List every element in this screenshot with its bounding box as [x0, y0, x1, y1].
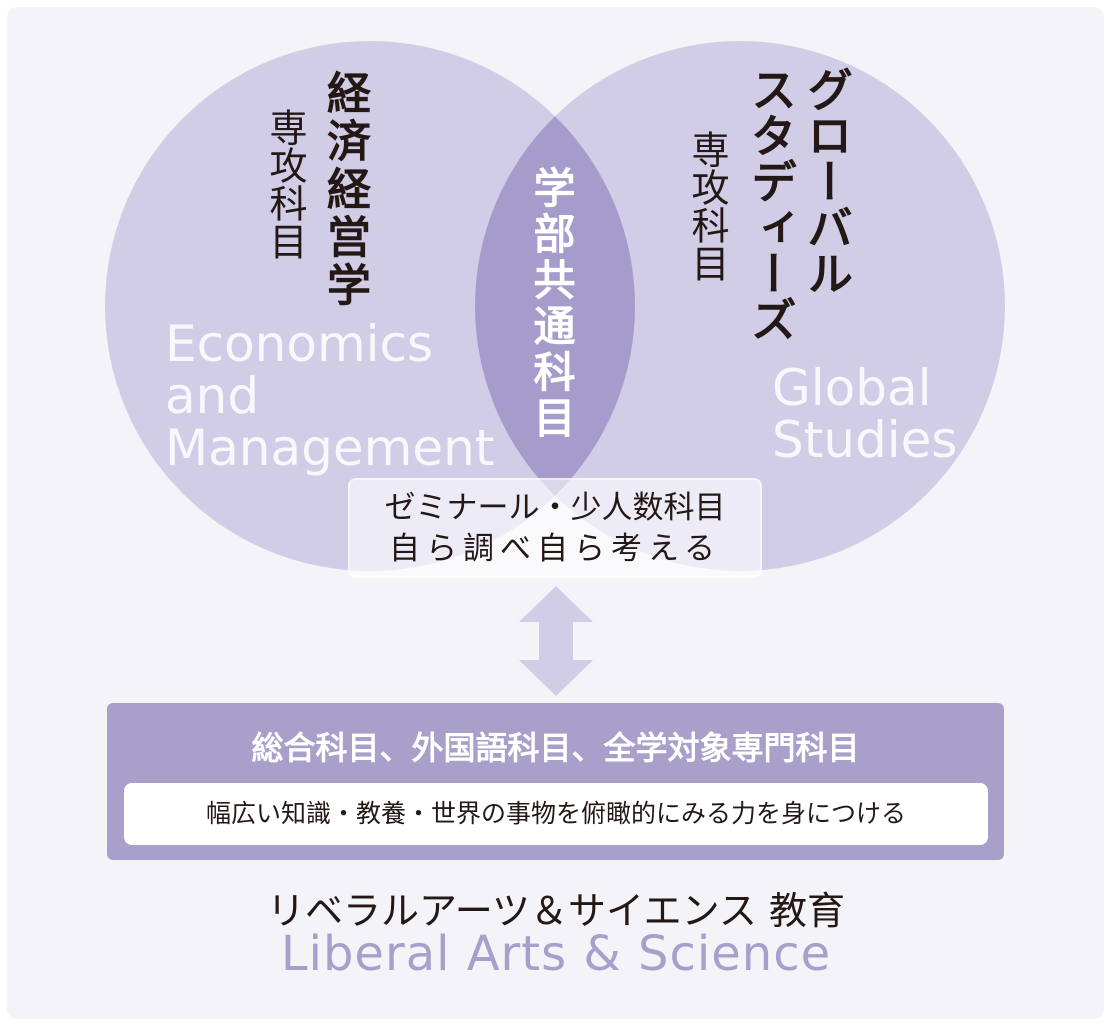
seminar-box: ゼミナール・少人数科目 自ら調べ自ら考える	[348, 478, 762, 578]
footer-english: Liberal Arts & Science	[280, 926, 832, 982]
left-circle-subtitle: 専攻科目	[263, 108, 307, 260]
seminar-line1: ゼミナール・少人数科目	[384, 490, 726, 526]
general-courses-title: 総合科目、外国語科目、全学対象専門科目	[251, 729, 860, 767]
overlap-title: 学部共通科目	[527, 166, 576, 442]
seminar-line2: 自ら調べ自ら考える	[388, 531, 722, 567]
left-circle	[105, 41, 635, 571]
left-english-label: Economics and Management	[165, 315, 495, 477]
right-circle-subtitle: 専攻科目	[685, 130, 729, 282]
general-courses-description: 幅広い知識・教養・世界の事物を俯瞰的にみる力を身につける	[124, 783, 988, 845]
left-circle-title: 経済経営学	[319, 70, 370, 310]
right-circle-title-line1: グローバル	[800, 66, 854, 296]
double-arrow-icon	[519, 586, 593, 696]
general-courses-box: 総合科目、外国語科目、全学対象専門科目 幅広い知識・教養・世界の事物を俯瞰的にみ…	[107, 703, 1004, 860]
right-english-label: Global Studies	[772, 359, 958, 469]
right-circle-title-line2: スタディーズ	[744, 66, 798, 342]
footer-japanese: リベラルアーツ＆サイエンス 教育	[267, 889, 845, 933]
right-circle	[475, 41, 1005, 571]
